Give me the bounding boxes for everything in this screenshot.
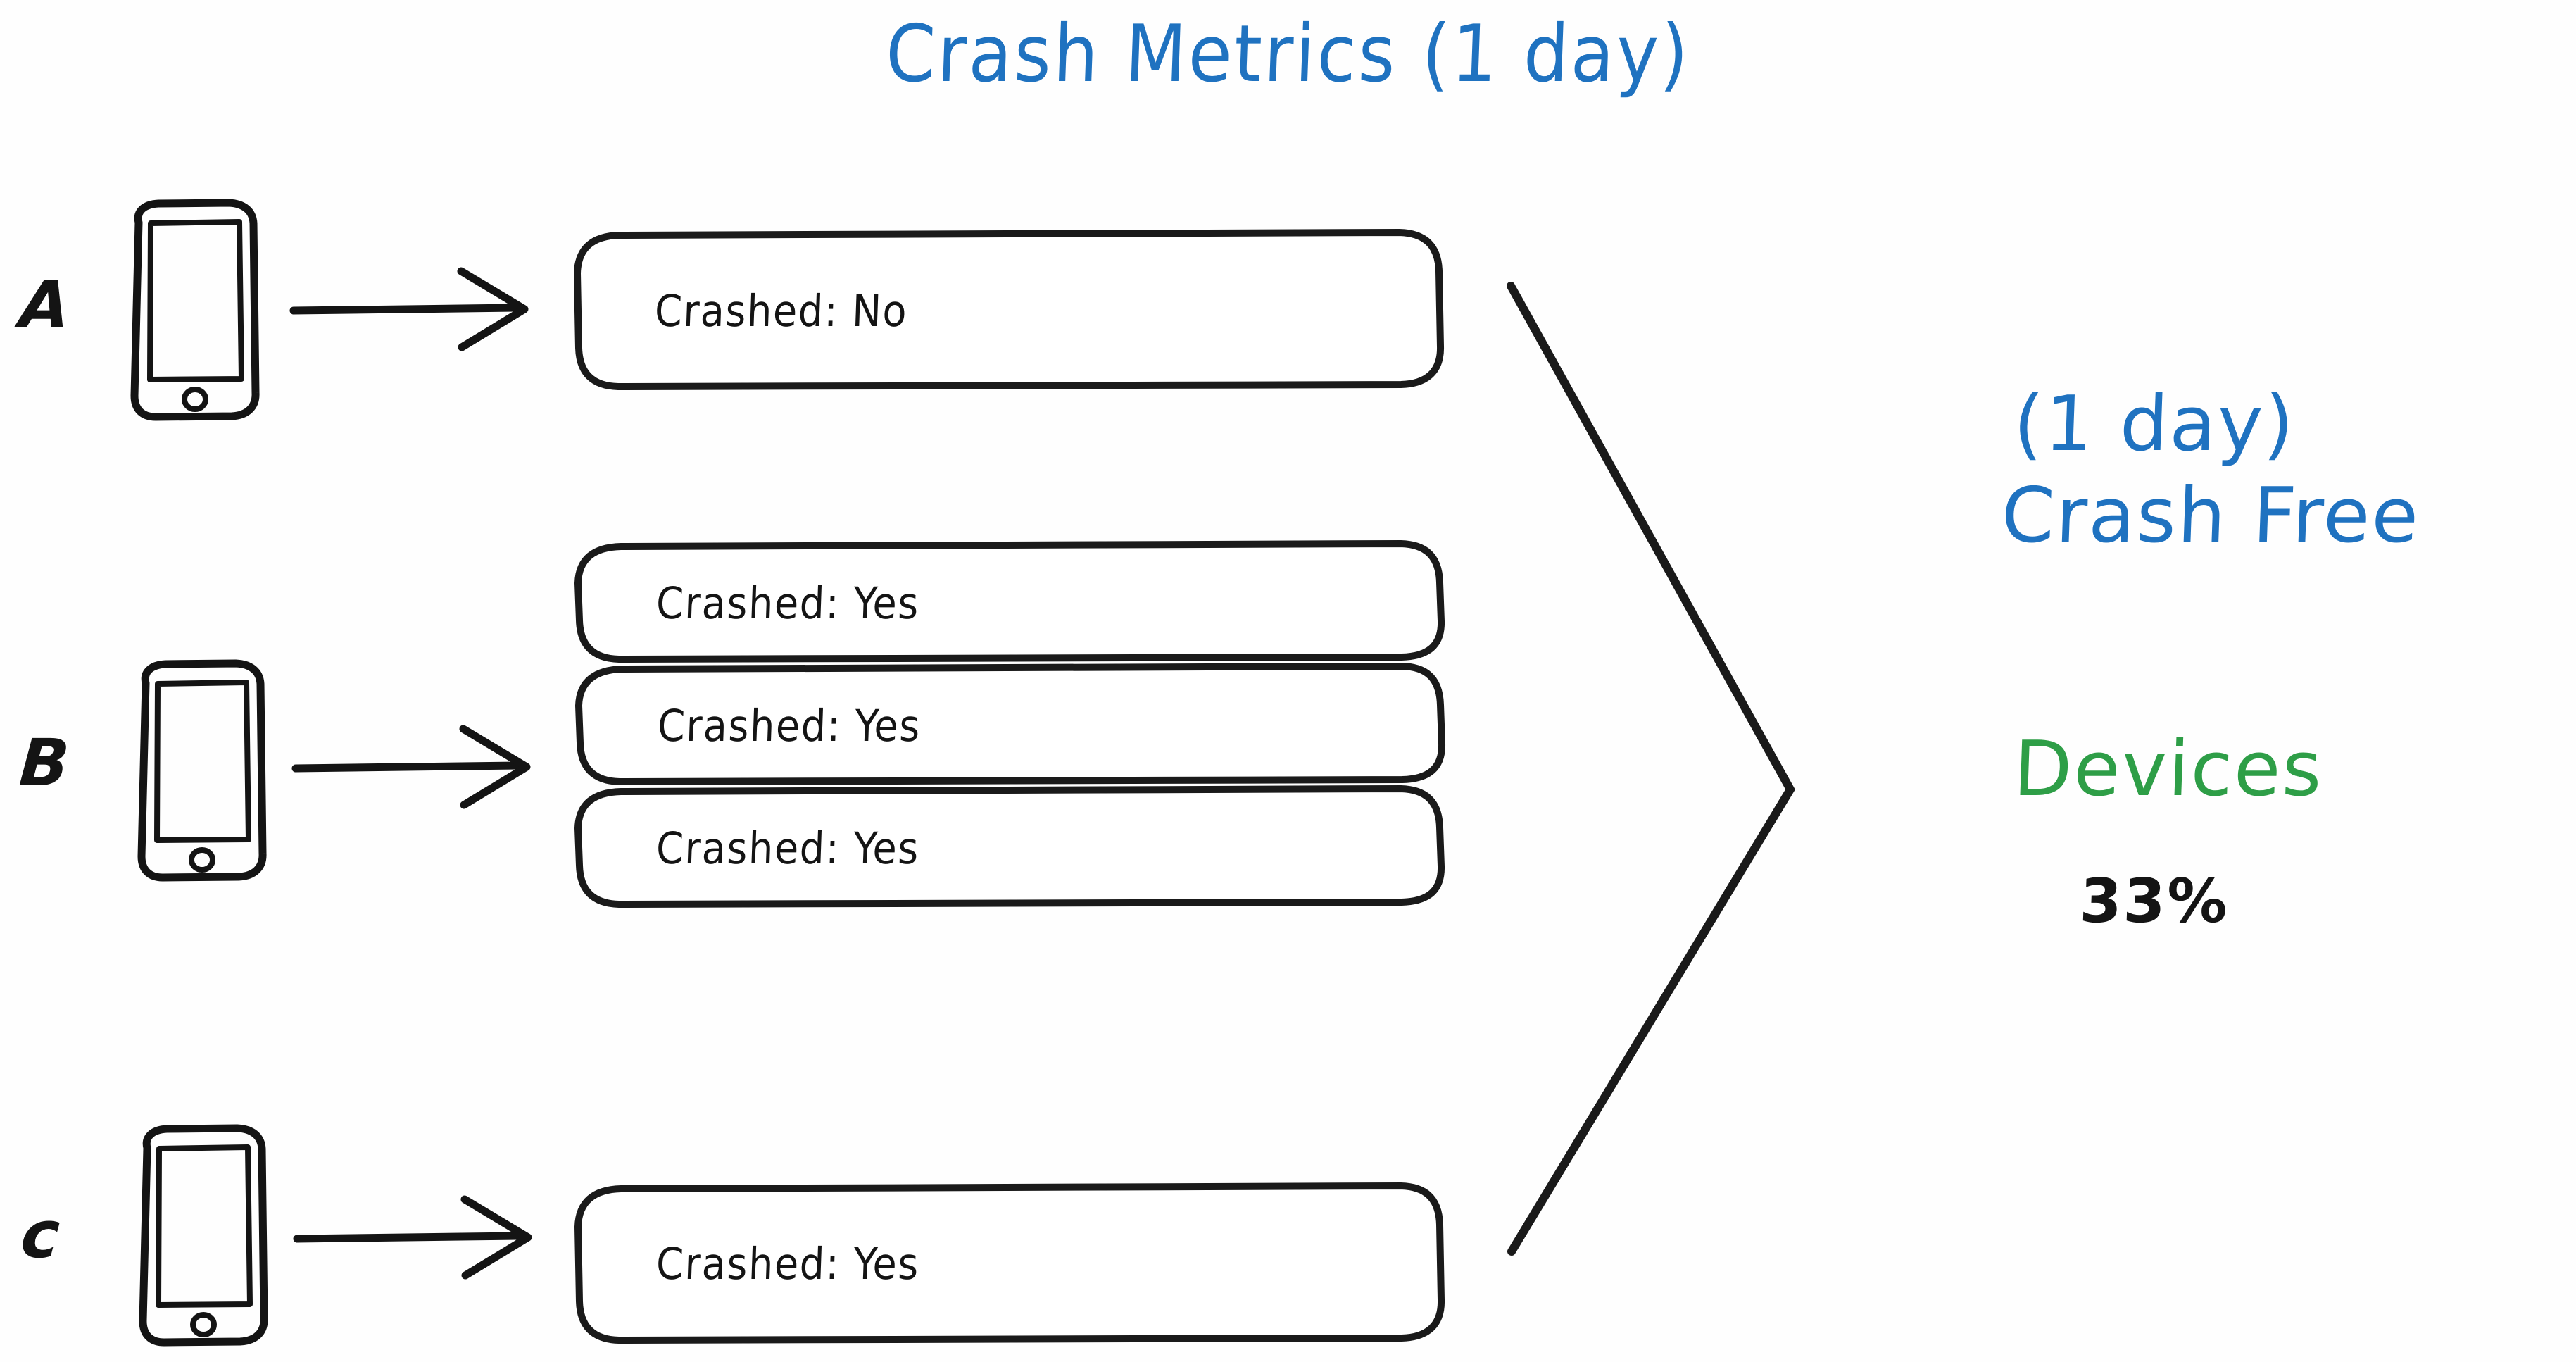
summary-value: 33% [2078, 866, 2230, 937]
arrow-right-icon-a [294, 271, 524, 347]
session-label-b-1: Crashed: Yes [655, 577, 921, 629]
device-label-a: A [17, 268, 73, 343]
chevron-bracket-icon [1507, 282, 1795, 1256]
summary-metric: Crash Free [1999, 472, 2422, 560]
session-box-b-2[interactable] [575, 663, 1446, 785]
session-box-b-3[interactable] [574, 785, 1445, 908]
session-box-c-1[interactable] [574, 1182, 1445, 1344]
phone-icon-b [142, 663, 263, 877]
summary-unit: Devices [2012, 725, 2325, 813]
summary-period: (1 day) [2011, 380, 2297, 468]
device-label-c: c [18, 1197, 63, 1273]
session-label-a-1: Crashed: No [653, 285, 909, 337]
session-label-c-1: Crashed: Yes [655, 1238, 921, 1289]
phone-icon-a [134, 203, 256, 417]
arrow-right-icon-c [297, 1199, 528, 1275]
session-label-b-3: Crashed: Yes [655, 823, 921, 874]
phone-icon-c [143, 1128, 264, 1342]
session-box-b-1[interactable] [574, 540, 1445, 663]
session-label-b-2: Crashed: Yes [656, 700, 922, 751]
session-box-a-1[interactable] [574, 229, 1445, 390]
arrow-right-icon-b [296, 729, 527, 805]
device-label-b: B [17, 725, 72, 801]
